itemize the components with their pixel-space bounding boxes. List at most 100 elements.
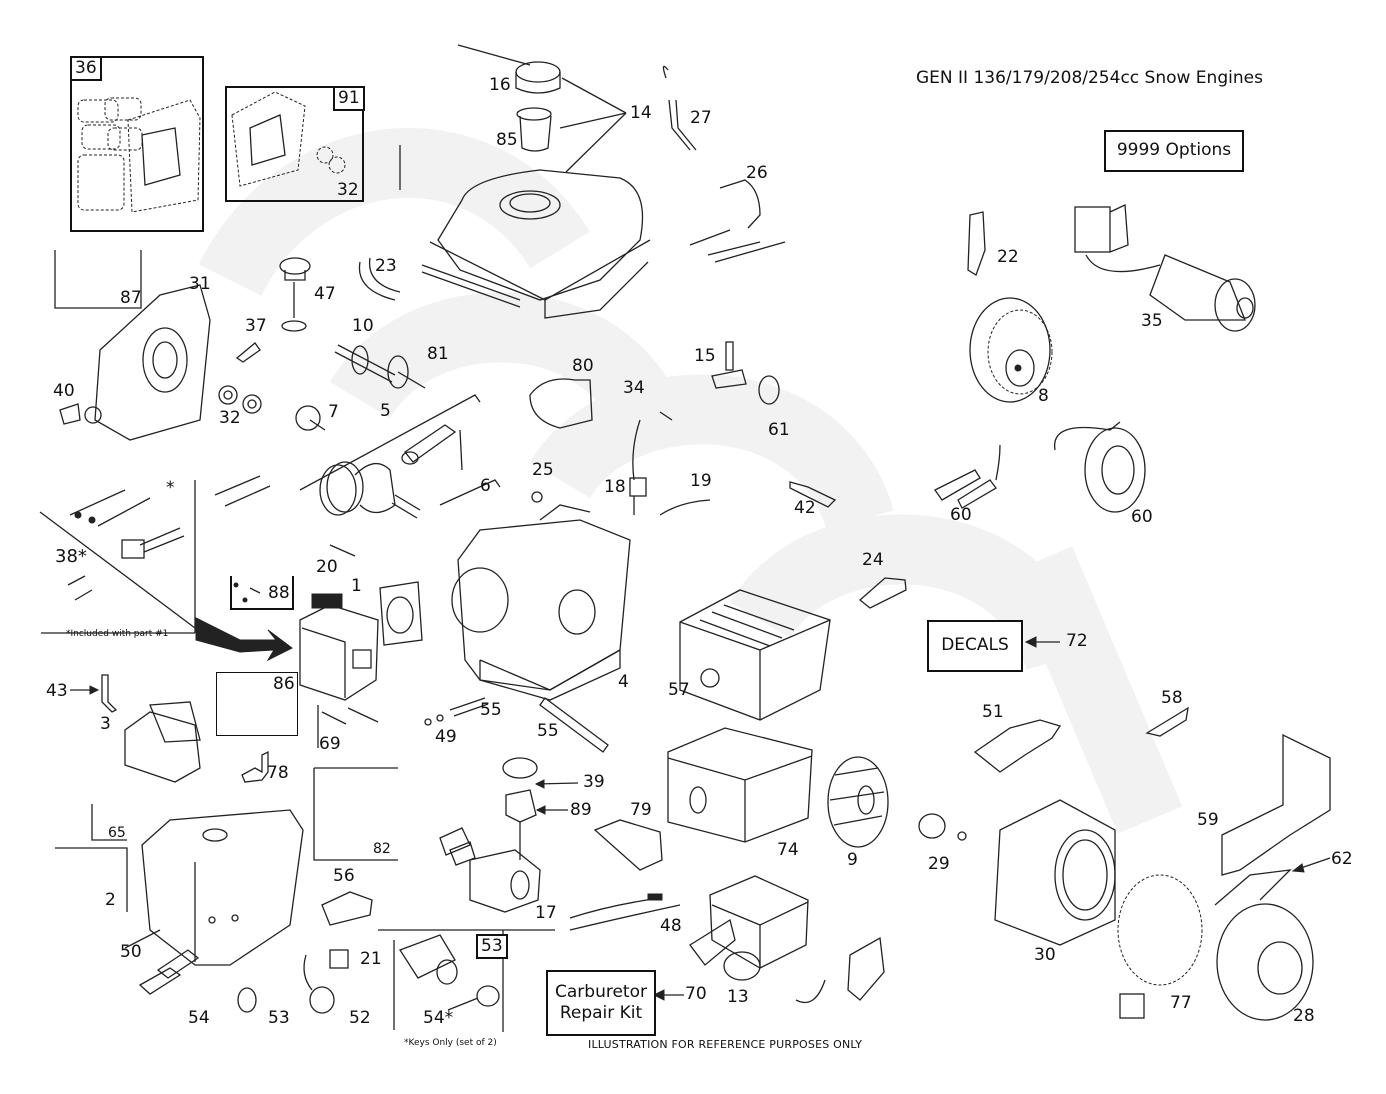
callout-39[interactable]: 39	[583, 772, 605, 792]
callout-50[interactable]: 50	[120, 942, 142, 962]
kit-label-36[interactable]: 36	[70, 56, 102, 81]
callout-32[interactable]: 32	[219, 408, 241, 428]
callout-35[interactable]: 35	[1141, 311, 1163, 331]
callout-62[interactable]: 62	[1331, 849, 1353, 869]
screw-set-icon	[233, 582, 261, 603]
piston-icon	[319, 461, 421, 519]
callout-18[interactable]: 18	[604, 477, 626, 497]
callout-48[interactable]: 48	[660, 916, 682, 936]
callout-51[interactable]: 51	[982, 702, 1004, 722]
callout-55-pushrod[interactable]: 55	[480, 700, 502, 720]
callout-9[interactable]: 9	[847, 850, 858, 870]
diagram-title: GEN II 136/179/208/254cc Snow Engines	[916, 68, 1263, 88]
callout-55-plate[interactable]: 55	[537, 721, 559, 741]
callout-29[interactable]: 29	[928, 854, 950, 874]
callout-5[interactable]: 5	[380, 401, 391, 421]
callout-14[interactable]: 14	[630, 103, 652, 123]
note-included-with-part: *Included with part #1	[66, 629, 169, 639]
stator-coil-icon	[1054, 421, 1146, 513]
note-keys-only: *Keys Only (set of 2)	[404, 1038, 497, 1048]
callout-25[interactable]: 25	[532, 460, 554, 480]
callout-56[interactable]: 56	[333, 866, 355, 886]
callout-42[interactable]: 42	[794, 498, 816, 518]
callout-54-keys[interactable]: 54	[188, 1008, 210, 1028]
callout-24[interactable]: 24	[862, 550, 884, 570]
gasket-set-icon	[77, 97, 201, 213]
carburetor-repair-kit-box[interactable]: Carburetor Repair Kit	[546, 970, 656, 1036]
callout-19[interactable]: 19	[690, 471, 712, 491]
callout-85[interactable]: 85	[496, 130, 518, 150]
callout-72[interactable]: 72	[1066, 631, 1088, 651]
air-baffle-icon	[973, 719, 1062, 773]
callout-53[interactable]: 53	[268, 1008, 290, 1028]
callout-81[interactable]: 81	[427, 344, 449, 364]
valve-set-icon	[39, 489, 196, 629]
callout-37[interactable]: 37	[245, 316, 267, 336]
callout-78[interactable]: 78	[267, 763, 289, 783]
kit-label-91[interactable]: 91	[333, 86, 365, 111]
kit-label-69[interactable]: 69	[319, 734, 341, 754]
callout-15[interactable]: 15	[694, 346, 716, 366]
kit-label-88[interactable]: 88	[268, 583, 290, 603]
callout-30[interactable]: 30	[1034, 945, 1056, 965]
callout-6[interactable]: 6	[480, 476, 491, 496]
callout-47[interactable]: 47	[314, 284, 336, 304]
callout-70[interactable]: 70	[685, 984, 707, 1004]
fuel-shutoff-valve-icon	[711, 341, 747, 389]
options-box[interactable]: 9999 Options	[1104, 130, 1244, 172]
callout-22[interactable]: 22	[997, 247, 1019, 267]
callout-27[interactable]: 27	[690, 108, 712, 128]
callout-60-stator[interactable]: 60	[1131, 507, 1153, 527]
kit-label-53[interactable]: 53	[476, 934, 508, 959]
callout-57[interactable]: 57	[668, 680, 690, 700]
kit-label-87[interactable]: 87	[120, 288, 142, 308]
kit-label-2[interactable]: 2	[105, 890, 116, 910]
kit-label-86[interactable]: 86	[273, 674, 295, 694]
callout-26[interactable]: 26	[746, 163, 768, 183]
callout-21[interactable]: 21	[360, 949, 382, 969]
choke-rod-icon	[662, 65, 697, 151]
callout-10[interactable]: 10	[352, 316, 374, 336]
kit-label-32-in-91[interactable]: 32	[337, 180, 359, 200]
callout-54-keys-only[interactable]: 54*	[423, 1008, 454, 1028]
callout-74[interactable]: 74	[777, 840, 799, 860]
kit-label-82[interactable]: 82	[373, 841, 391, 857]
callout-3[interactable]: 3	[100, 714, 111, 734]
callout-77[interactable]: 77	[1170, 993, 1192, 1013]
callout-79[interactable]: 79	[630, 800, 652, 820]
callout-38[interactable]: 38*	[55, 546, 87, 567]
oil-seal-icon	[218, 385, 262, 414]
callout-16[interactable]: 16	[489, 75, 511, 95]
callout-20[interactable]: 20	[316, 557, 338, 577]
kit-label-65[interactable]: 65	[108, 825, 126, 841]
callout-60-armature[interactable]: 60	[950, 505, 972, 525]
callout-34[interactable]: 34	[623, 378, 645, 398]
callout-80[interactable]: 80	[572, 356, 594, 376]
callout-43[interactable]: 43	[46, 681, 68, 701]
stud-set-icon	[321, 711, 347, 725]
callout-58[interactable]: 58	[1161, 688, 1183, 708]
callout-17[interactable]: 17	[535, 903, 557, 923]
callout-1[interactable]: 1	[351, 576, 362, 596]
callout-40[interactable]: 40	[53, 381, 75, 401]
callout-59[interactable]: 59	[1197, 810, 1219, 830]
breather-hose-icon	[358, 261, 396, 301]
starter-gasket-icon	[1117, 874, 1203, 986]
callout-61[interactable]: 61	[768, 420, 790, 440]
callout-52[interactable]: 52	[349, 1008, 371, 1028]
callout-23[interactable]: 23	[375, 256, 397, 276]
callout-13[interactable]: 13	[727, 987, 749, 1007]
callout-89[interactable]: 89	[570, 800, 592, 820]
callout-31[interactable]: 31	[189, 274, 211, 294]
decals-box[interactable]: DECALS	[927, 620, 1023, 672]
air-filter-cover-icon	[667, 727, 813, 843]
callout-28[interactable]: 28	[1293, 1006, 1315, 1026]
crankshaft-icon	[334, 344, 426, 389]
callout-4[interactable]: 4	[618, 672, 629, 692]
callout-49[interactable]: 49	[435, 727, 457, 747]
callout-7[interactable]: 7	[328, 402, 339, 422]
callout-8[interactable]: 8	[1038, 386, 1049, 406]
kit-box-88	[230, 576, 294, 610]
connecting-rod-icon	[401, 424, 463, 471]
